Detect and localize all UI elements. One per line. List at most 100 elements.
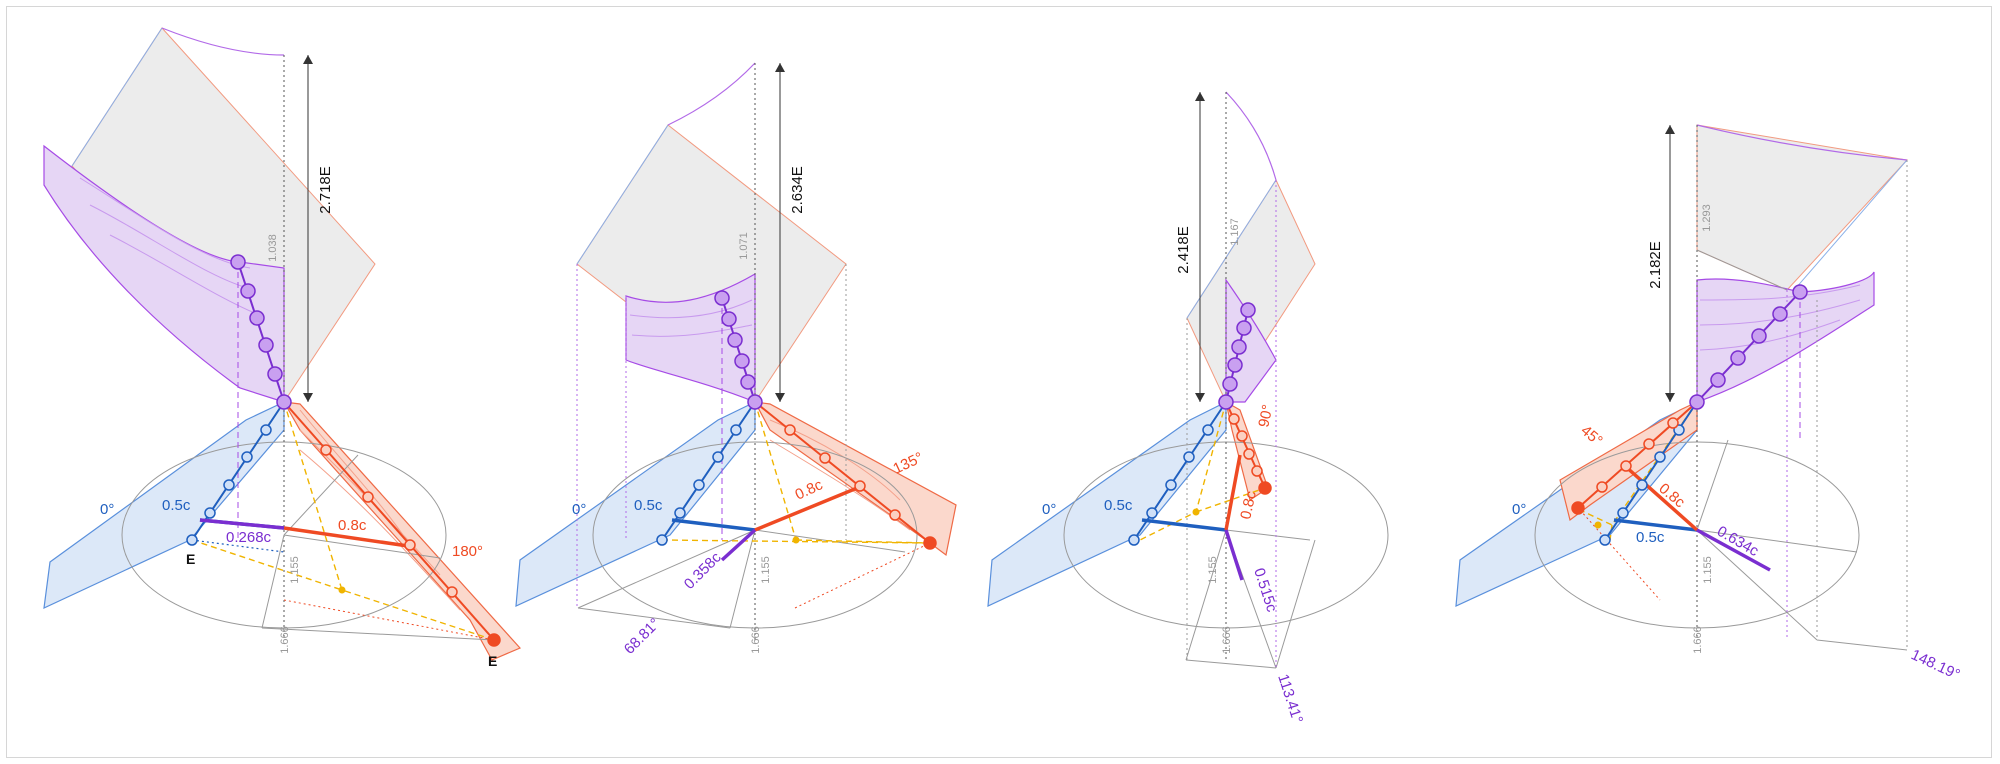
red-point [1228,413,1240,425]
purple-point [734,353,750,369]
yellow-point [1594,521,1602,529]
energy-label: 2.418E [1175,226,1192,274]
blue-velocity-vector [1141,518,1227,532]
blue-point [656,534,668,546]
blue-speed-label: 0.5c [1636,529,1665,546]
red-point [1236,430,1248,442]
energy-arrow-top [775,63,785,72]
red-point [446,586,458,598]
purple-resultant [199,518,285,530]
blue-point [1636,479,1648,491]
blue-point [1617,507,1629,519]
red-worldline [754,401,931,544]
energy-arrow-bottom [1665,393,1675,402]
red-point [1620,460,1632,472]
purple-curve-top [1696,124,1908,161]
purple-point [740,374,756,390]
red-velocity-vector [1224,454,1242,531]
blue-angle-label: 0° [1512,501,1526,518]
red-dotted [794,542,931,609]
purple-point [1730,350,1746,366]
red-point [1643,438,1655,450]
red-point [487,633,501,647]
gamma-mid-label: 1.155 [1207,556,1219,584]
blue-point [674,507,686,519]
blue-point [223,479,235,491]
blue-point [1128,534,1140,546]
red-point [362,491,374,503]
red-point [889,509,901,521]
energy-label: 2.718E [317,166,334,214]
energy-label: 2.634E [789,166,806,214]
blue-velocity-vector [671,518,756,532]
purple-point [1236,320,1252,336]
gamma-mid-label: 1.155 [289,556,301,584]
blue-angle-label: 0° [1042,501,1056,518]
gray-construction [577,529,906,629]
blue-speed-label: 0.5c [162,497,191,514]
blue-speed-label: 0.5c [1104,497,1133,514]
gamma-top-label: 1.167 [1229,218,1241,246]
purple-point [1231,339,1247,355]
sheet-edge-blue [576,124,669,265]
blue-point [1599,534,1611,546]
purple-point [249,310,265,326]
red-point [1243,448,1255,460]
blue-point [693,479,705,491]
red-angle-label: 180° [452,543,483,560]
red-point [923,536,937,550]
red-point [1251,465,1263,477]
red-point [404,539,416,551]
result-speed-label: 0.358c [681,549,725,593]
red-velocity-vector [1623,464,1699,532]
panel-3: 2.418E 1.167 1.155 1.666 0° 0.5c 0.8c 90… [987,91,1389,726]
gamma-mid-label: 1.155 [760,556,772,584]
blue-angle-label: 0° [572,501,586,518]
red-angle-label: 45° [1577,422,1605,450]
red-angle-label: 135° [891,449,926,478]
energy-arrow-top [303,55,313,64]
gray-construction [261,454,495,641]
purple-point [1222,376,1238,392]
red-velocity-vector [283,526,409,548]
panel-4: 2.182E 1.293 1.155 1.666 0° 0.5c 45° 0.8… [1455,124,1963,684]
energy-sheet-top [1696,124,1908,291]
origin-point [276,394,292,410]
purple-resultant [1696,528,1771,572]
purple-point [1240,302,1256,318]
red-particle-label: E [488,653,497,669]
red-point [854,480,866,492]
blue-point [1202,424,1214,436]
red-sheet [753,401,957,557]
red-point [1571,501,1585,515]
blue-point [1165,479,1177,491]
blue-velocity-vector [1613,518,1698,532]
gamma-mid-label: 1.155 [1702,556,1714,584]
gamma-bot-label: 1.666 [1692,626,1704,654]
blue-point [712,451,724,463]
energy-arrow-bottom [775,393,785,402]
blue-dotted [191,539,285,553]
purple-resultant [1224,529,1244,581]
purple-band-ribs [629,299,753,337]
blue-point [1183,451,1195,463]
figure-frame [6,6,1992,758]
result-angle-label: 113.41° [1274,672,1306,726]
red-speed-label: 0.8c [1237,489,1260,521]
red-point [1258,481,1272,495]
red-angle-label: 90° [1255,403,1276,429]
result-angle-label: 68.81° [621,615,664,658]
energy-arrow-top [1195,92,1205,101]
purple-point [1751,328,1767,344]
red-point [320,444,332,456]
sheet-edge-blue [1186,179,1277,319]
gamma-top-label: 1.071 [738,232,750,260]
purple-point [1710,372,1726,388]
purple-point [258,337,274,353]
red-point [819,452,831,464]
sheet-edge-blue [71,27,163,167]
purple-point [1792,284,1808,300]
energy-arrow-bottom [303,393,313,402]
yellow-dashed [1579,401,1698,541]
blue-sheet [987,401,1227,607]
